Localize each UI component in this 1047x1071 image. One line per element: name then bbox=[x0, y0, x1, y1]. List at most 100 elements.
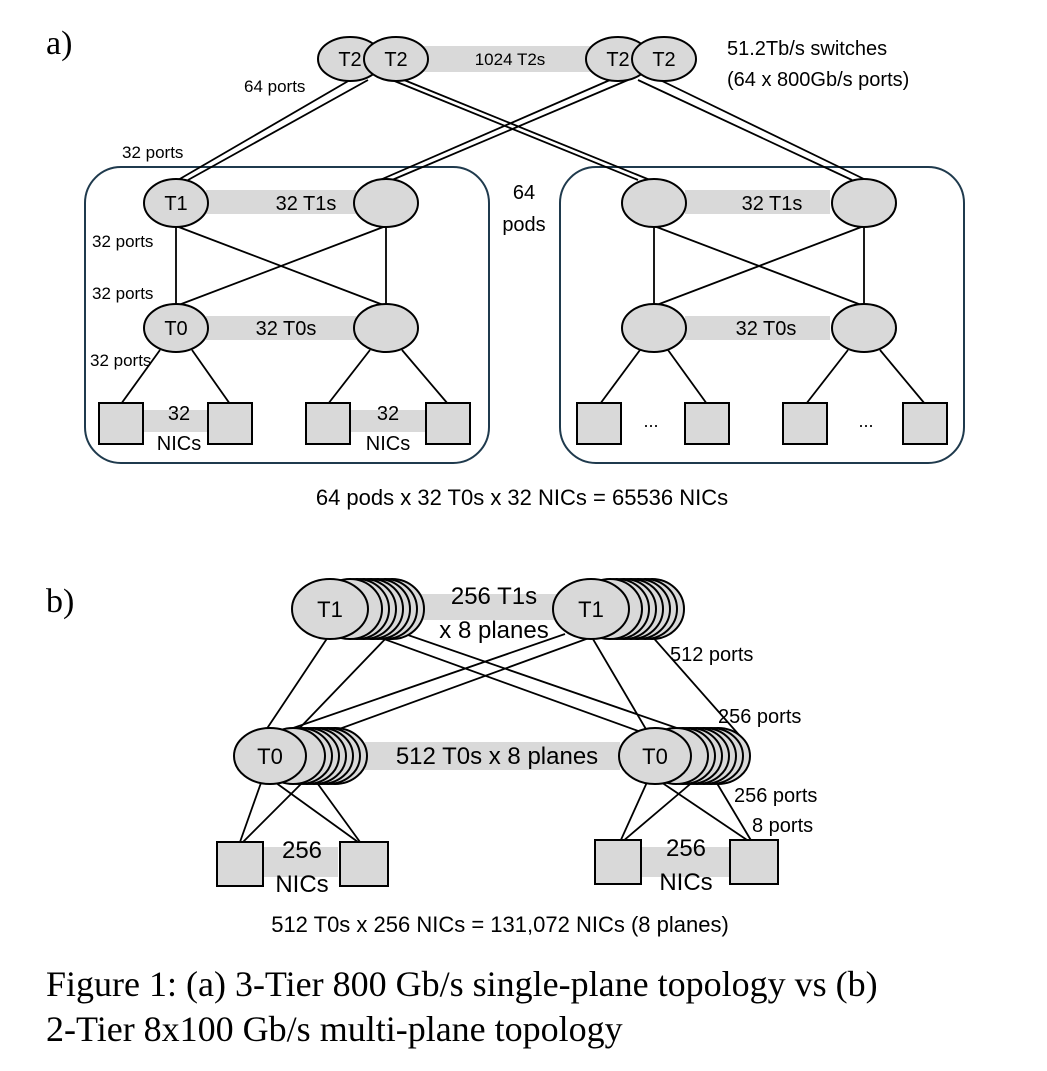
pod-right bbox=[559, 166, 965, 464]
link bbox=[271, 779, 359, 843]
nic-box bbox=[305, 402, 351, 445]
panel-a-label: a) bbox=[46, 25, 72, 62]
nic-word-label: NICs bbox=[275, 871, 328, 898]
t0-node bbox=[618, 727, 692, 785]
t0-count-label: 32 T0s bbox=[736, 318, 797, 340]
t0-node bbox=[233, 727, 307, 785]
link bbox=[261, 633, 331, 737]
nic-box bbox=[576, 402, 622, 445]
link bbox=[657, 779, 751, 843]
switch-spec-line2: (64 x 800Gb/s ports) bbox=[727, 69, 909, 91]
link bbox=[269, 633, 566, 737]
nic-count-label: 32 bbox=[168, 403, 190, 425]
nic-boxes-a bbox=[98, 402, 948, 445]
t1-plane-stack-left bbox=[291, 578, 425, 640]
link bbox=[649, 633, 741, 737]
t1-band-right bbox=[685, 190, 830, 214]
link bbox=[404, 633, 701, 737]
t0-band-right bbox=[685, 316, 830, 340]
nic-word-label: NICs bbox=[659, 869, 712, 896]
link bbox=[314, 779, 361, 843]
t0-node bbox=[143, 303, 209, 353]
t1-plane-stack-right bbox=[552, 578, 685, 640]
nic-boxes-b bbox=[216, 839, 779, 887]
link bbox=[379, 79, 611, 181]
panel-a-links bbox=[120, 79, 926, 405]
link bbox=[589, 633, 651, 737]
t1-node-label: T1 bbox=[164, 193, 187, 215]
t1-up-ports-label: 32 ports bbox=[122, 143, 183, 162]
panel-a-total: 64 pods x 32 T0s x 32 NICs = 65536 NICs bbox=[316, 485, 728, 510]
panel-b-label: b) bbox=[46, 583, 74, 620]
nic-band-b1 bbox=[262, 847, 338, 877]
t0-node bbox=[831, 303, 897, 353]
link bbox=[714, 779, 753, 843]
t0-node-label: T0 bbox=[164, 318, 187, 340]
panel-b-links bbox=[239, 633, 753, 843]
link bbox=[175, 225, 387, 307]
t0-count-label: 32 T0s bbox=[256, 318, 317, 340]
link bbox=[637, 79, 853, 181]
t1-node-label: T1 bbox=[317, 597, 343, 622]
nic-box bbox=[594, 839, 642, 885]
nic-ellipsis: ... bbox=[643, 411, 658, 431]
link bbox=[653, 225, 865, 307]
figure-caption: Figure 1: (a) 3-Tier 800 Gb/s single-pla… bbox=[46, 962, 1016, 1052]
nic-box bbox=[684, 402, 730, 445]
t0-count-label: 512 T0s x 8 planes bbox=[396, 743, 598, 770]
nic-band-b2 bbox=[640, 847, 732, 877]
t1-count-line1: 256 T1s bbox=[451, 583, 537, 610]
link bbox=[659, 79, 867, 181]
pods-word: pods bbox=[502, 214, 545, 236]
link bbox=[291, 633, 391, 737]
t2-node bbox=[363, 36, 429, 82]
nic-count-label: 256 bbox=[282, 837, 322, 864]
t2-ports-label: 64 ports bbox=[244, 77, 305, 96]
link bbox=[239, 779, 263, 843]
link bbox=[667, 349, 708, 405]
t0-down-ports-label: 256 ports bbox=[734, 785, 817, 807]
link bbox=[621, 779, 696, 843]
t1-band-b bbox=[420, 594, 560, 620]
t1-band-left bbox=[206, 190, 356, 214]
t1-node bbox=[831, 178, 897, 228]
t1-count-label: 32 T1s bbox=[276, 193, 337, 215]
t1-node bbox=[552, 578, 630, 640]
nic-box bbox=[782, 402, 828, 445]
nic-box bbox=[207, 402, 253, 445]
nic-word-label: NICs bbox=[366, 433, 410, 455]
t2-node-label: T2 bbox=[384, 49, 407, 71]
t0-band-left bbox=[206, 316, 356, 340]
nic-box bbox=[216, 841, 264, 887]
nic-box bbox=[902, 402, 948, 445]
link bbox=[805, 349, 849, 405]
nic-word-label: NICs bbox=[157, 433, 201, 455]
nic-count-label: 256 bbox=[666, 835, 706, 862]
t1-down-ports-label: 32 ports bbox=[92, 232, 153, 251]
t0-up-ports-label: 32 ports bbox=[92, 284, 153, 303]
t0-node-label: T0 bbox=[257, 744, 283, 769]
link bbox=[120, 349, 161, 405]
t1-ports-label: 512 ports bbox=[670, 644, 753, 666]
t2-count-label: 1024 T2s bbox=[475, 50, 546, 69]
link bbox=[187, 79, 369, 181]
t1-node-label: T1 bbox=[578, 597, 604, 622]
t0-plane-stack-left bbox=[233, 727, 368, 785]
caption-line2: 2-Tier 8x100 Gb/s multi-plane topology bbox=[46, 1009, 623, 1049]
t2-node bbox=[631, 36, 697, 82]
t2-node-label: T2 bbox=[652, 49, 675, 71]
nic-box bbox=[729, 839, 779, 885]
t0-down-ports-label: 32 ports bbox=[90, 351, 151, 370]
t0-node bbox=[621, 303, 687, 353]
nic-box bbox=[339, 841, 389, 887]
nic-ports-label: 8 ports bbox=[752, 815, 813, 837]
t1-node bbox=[291, 578, 369, 640]
t1-node bbox=[621, 178, 687, 228]
t0-plane-stack-right bbox=[618, 727, 751, 785]
link bbox=[242, 779, 306, 843]
t1-count-label: 32 T1s bbox=[742, 193, 803, 215]
pods-count: 64 bbox=[513, 182, 535, 204]
t1-count-line2: x 8 planes bbox=[439, 617, 548, 644]
t0-node-label: T0 bbox=[642, 744, 668, 769]
